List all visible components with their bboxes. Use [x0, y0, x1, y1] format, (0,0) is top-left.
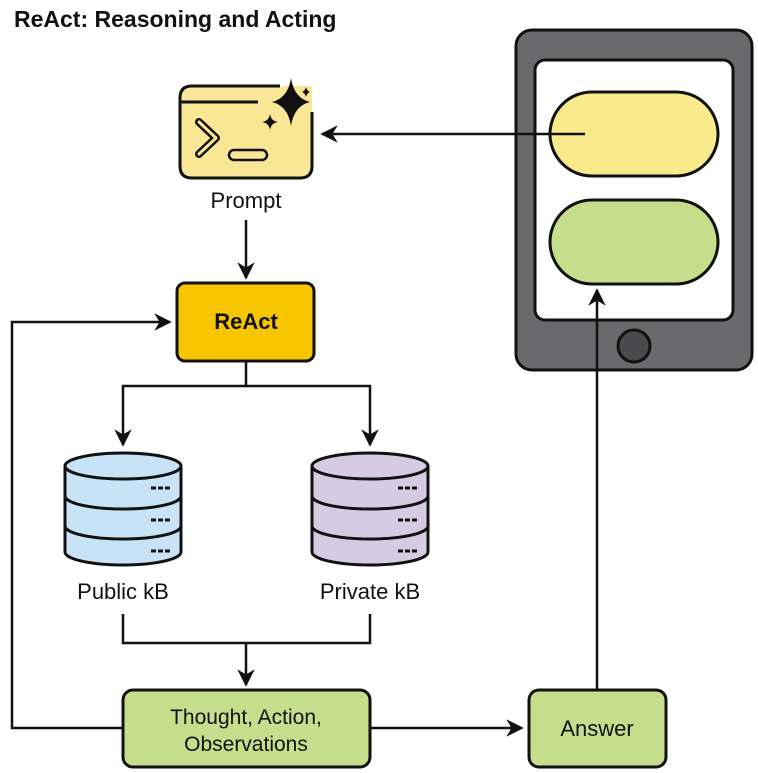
- react-label: ReAct: [214, 309, 278, 334]
- database-icon: [63, 451, 183, 567]
- edge-react-to-private-kb: [246, 384, 379, 447]
- terminal-sparkle-icon: [178, 78, 314, 180]
- tablet-icon: [514, 28, 754, 372]
- edge-thought-to-react: [10, 313, 172, 730]
- prompt-label: Prompt: [211, 188, 282, 213]
- sparkle-icon: [272, 78, 310, 126]
- thought-label-line1: Thought, Action,: [170, 706, 322, 729]
- thought-label-line2: Observations: [184, 733, 308, 756]
- device-bubble-green: [548, 198, 720, 286]
- answer-label: Answer: [560, 716, 633, 741]
- private-kb-label: Private kB: [320, 579, 420, 604]
- diagram-title: ReAct: Reasoning and Acting: [14, 6, 337, 32]
- database-icon: [310, 451, 430, 567]
- public-kb-label: Public kB: [77, 579, 169, 604]
- react-node: [175, 281, 316, 363]
- edge-kbs-merge: [121, 614, 372, 645]
- device-home-button: [616, 328, 652, 364]
- answer-node: [527, 688, 668, 769]
- edge-react-to-public-kb: [114, 362, 248, 447]
